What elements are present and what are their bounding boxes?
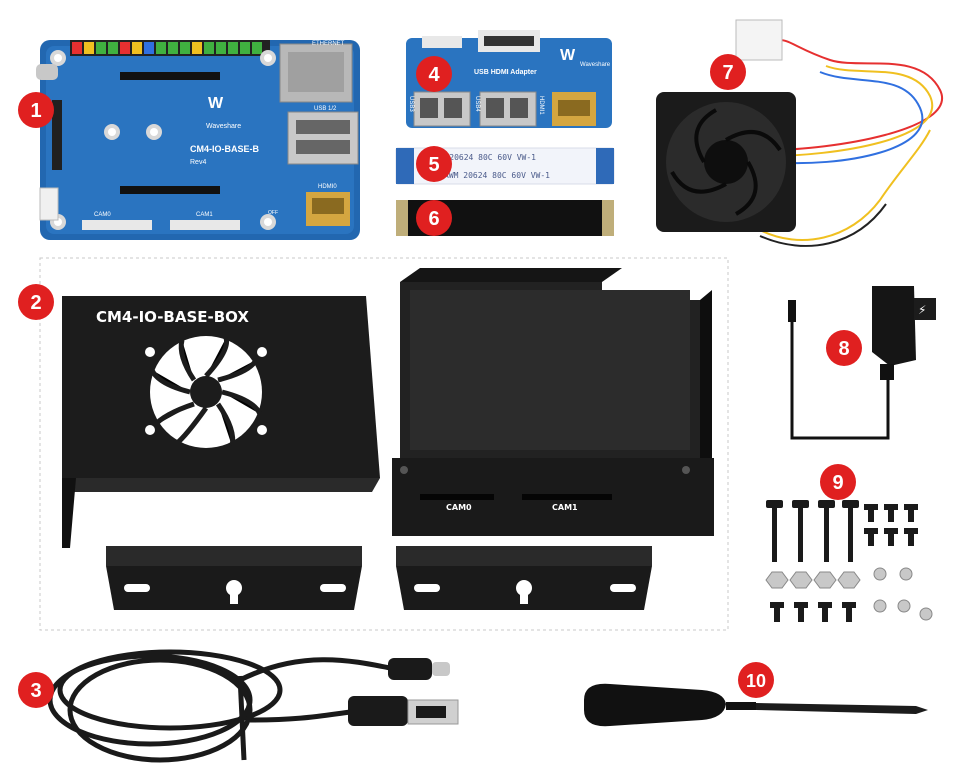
usb-hdmi-adapter: USB HDMI Adapter W Waveshare USB3 USB4 H… — [406, 30, 612, 128]
case-lid: CM4-IO-BASE-BOX — [62, 296, 380, 548]
svg-text:5: 5 — [428, 154, 439, 176]
adapter-waveshare-logo: W — [560, 47, 576, 64]
svg-text:6: 6 — [428, 208, 439, 230]
hdmi-label: HDMI0 — [318, 184, 337, 190]
usb-label: USB 1/2 — [314, 106, 337, 112]
board-rev: Rev4 — [190, 159, 206, 166]
usb-type-c-cable — [47, 649, 459, 763]
usb3-label: USB3 — [408, 96, 414, 112]
case-kit-frame — [39, 257, 729, 631]
gpio-header — [70, 40, 270, 56]
usb4-label: USB4 — [474, 96, 480, 112]
case-body: CAM0 CAM1 — [392, 268, 714, 536]
badge-9: 9 — [820, 464, 856, 500]
case-title: CM4-IO-BASE-BOX — [96, 308, 249, 326]
badge-3: 3 — [18, 672, 54, 708]
badge-7: 7 — [710, 54, 746, 90]
svg-text:7: 7 — [722, 62, 733, 84]
lightning-icon: ⚡ — [918, 303, 926, 317]
off-label: OFF — [268, 210, 278, 216]
svg-text:2: 2 — [30, 292, 41, 314]
case-cam0-label: CAM0 — [446, 503, 472, 512]
waveshare-logo: W — [208, 95, 224, 112]
board-title: CM4-IO-BASE-B — [190, 144, 259, 154]
cam1-label: CAM1 — [196, 212, 213, 218]
hdmi1-label: HDMI1 — [538, 96, 544, 115]
mounting-bracket-left — [106, 546, 362, 610]
svg-text:4: 4 — [428, 64, 440, 86]
board-brand: Waveshare — [206, 123, 241, 130]
cam0-label: CAM0 — [94, 212, 111, 218]
svg-text:1: 1 — [30, 100, 41, 122]
ethernet-label: ETHERNET — [312, 41, 345, 47]
case-cam1-label: CAM1 — [552, 503, 578, 512]
svg-text:8: 8 — [838, 338, 849, 360]
badge-4: 4 — [416, 56, 452, 92]
badge-2: 2 — [18, 284, 54, 320]
badge-8: 8 — [826, 330, 862, 366]
badge-10: 10 — [738, 662, 774, 698]
screw-set — [765, 500, 933, 622]
badge-1: 1 — [18, 92, 54, 128]
mounting-bracket-right — [396, 546, 652, 610]
badge-6: 6 — [416, 200, 452, 236]
svg-text:9: 9 — [832, 472, 843, 494]
badge-5: 5 — [416, 146, 452, 182]
cm4-io-base-board: CM4-IO-BASE-B Rev4 Waveshare W ETHERNET … — [36, 40, 360, 240]
cable-print-top: AWM 20624 80C 60V VW-1 — [430, 153, 536, 162]
cable-print-bottom: AWM 20624 80C 60V VW-1 — [444, 171, 550, 180]
adapter-title: USB HDMI Adapter — [474, 69, 537, 76]
screwdriver — [584, 683, 928, 727]
fpc-cable-black — [396, 200, 614, 236]
svg-text:3: 3 — [30, 680, 41, 702]
power-adapter: ⚡ — [788, 286, 936, 440]
adapter-brand: Waveshare — [580, 62, 611, 68]
svg-text:10: 10 — [746, 671, 766, 691]
cooling-fan — [656, 19, 944, 247]
